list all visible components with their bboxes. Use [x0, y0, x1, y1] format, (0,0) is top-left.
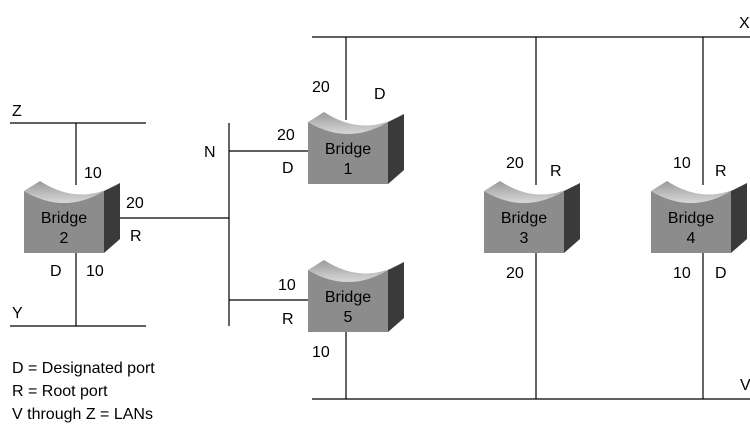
b3-top-cost: 20 — [506, 155, 524, 172]
bridge-1: Bridge 1 — [308, 112, 404, 184]
bridge-1-name: Bridge — [325, 141, 371, 158]
bridge-4-number: 4 — [687, 230, 696, 247]
b4-bottom-role: D — [715, 265, 727, 282]
b2-right-cost: 20 — [126, 195, 144, 212]
b5-left-role: R — [282, 311, 294, 328]
bridge-2: Bridge 2 — [24, 181, 120, 253]
b4-top-role: R — [715, 163, 727, 180]
lan-x-label: X — [739, 15, 750, 32]
bridge-4-name: Bridge — [668, 210, 714, 227]
b1-top-cost: 20 — [312, 79, 330, 96]
legend-designated: D = Designated port — [12, 360, 155, 377]
b2-right-role: R — [130, 228, 142, 245]
b4-top-cost: 10 — [673, 155, 691, 172]
legend-root: R = Root port — [12, 383, 108, 400]
bridge-2-number: 2 — [60, 230, 69, 247]
bridge-3-number: 3 — [520, 230, 529, 247]
b1-left-role: D — [282, 160, 294, 177]
bridge-3: Bridge 3 — [484, 181, 580, 253]
lan-v-label: V — [740, 377, 750, 394]
b2-bottom-role: D — [50, 263, 62, 280]
legend: D = Designated port R = Root port V thro… — [12, 360, 155, 423]
legend-lans: V through Z = LANs — [12, 406, 153, 423]
b3-bottom-cost: 20 — [506, 265, 524, 282]
bridge-2-name: Bridge — [41, 210, 87, 227]
b1-left-cost: 20 — [277, 127, 295, 144]
bridge-3-name: Bridge — [501, 210, 547, 227]
b1-top-role: D — [374, 86, 386, 103]
lan-y-label: Y — [12, 305, 23, 322]
bridge-5: Bridge 5 — [308, 260, 404, 332]
b2-bottom-cost: 10 — [86, 263, 104, 280]
b2-top-cost: 10 — [84, 165, 102, 182]
bridge-1-number: 1 — [344, 161, 353, 178]
lan-n-label: N — [204, 144, 216, 161]
bridge-5-number: 5 — [344, 309, 353, 326]
b4-bottom-cost: 10 — [673, 265, 691, 282]
b3-top-role: R — [550, 163, 562, 180]
bridge-5-name: Bridge — [325, 289, 371, 306]
bridge-4: Bridge 4 — [651, 181, 747, 253]
b5-left-cost: 10 — [278, 277, 296, 294]
lan-z-label: Z — [12, 103, 22, 120]
b5-bottom-cost: 10 — [312, 344, 330, 361]
